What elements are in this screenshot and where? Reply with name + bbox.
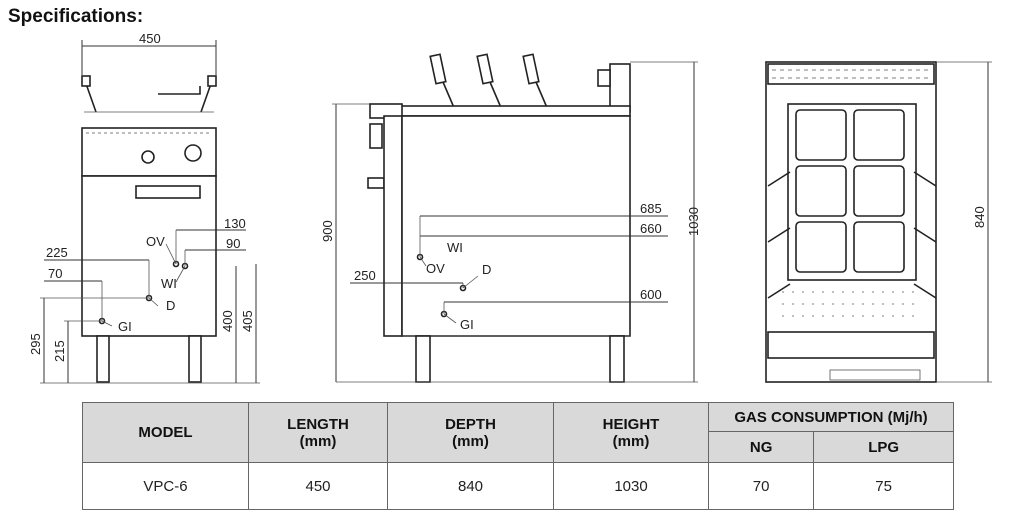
side-basket-handles [767, 171, 937, 299]
front-view: 450 OV WI D GI 130 [28, 31, 260, 384]
front-gi-label: GI [118, 319, 132, 334]
cell-length: 450 [248, 462, 388, 510]
door-handle [135, 185, 201, 199]
front-dim-295: 295 [28, 333, 43, 355]
front-wi-label: WI [161, 276, 177, 291]
cell-depth: 840 [387, 462, 554, 510]
header-length-unit: (mm) [299, 432, 337, 450]
header-length: LENGTH(mm) [248, 402, 388, 463]
drain-perforation [782, 291, 922, 317]
front-d-label: D [166, 298, 175, 313]
table-row: VPC-6 450 840 1030 70 75 [82, 462, 954, 510]
side-dim-660: 660 [640, 221, 662, 236]
header-depth-unit: (mm) [452, 432, 489, 450]
header-height: HEIGHT(mm) [553, 402, 709, 463]
top-vents [772, 69, 930, 79]
header-model-text: MODEL [138, 424, 193, 441]
header-depth: DEPTH(mm) [387, 402, 554, 463]
cell-lpg: 75 [813, 462, 954, 510]
header-lpg: LPG [813, 431, 954, 463]
side-dim-685: 685 [640, 201, 662, 216]
cell-ng: 70 [707, 462, 815, 510]
cell-height: 1030 [553, 462, 709, 510]
top-dim-840: 840 [972, 206, 987, 228]
cell-model: VPC-6 [82, 462, 249, 510]
front-width-dim: 450 [139, 31, 161, 46]
front-dim-225: 225 [46, 245, 68, 260]
header-height-text: HEIGHT [602, 415, 660, 433]
header-length-text: LENGTH [287, 415, 349, 433]
side-d-label: D [482, 262, 491, 277]
side-ov-label: OV [426, 261, 445, 276]
top-view: 840 [765, 61, 992, 383]
front-ov-label: OV [146, 234, 165, 249]
side-gi-label: GI [460, 317, 474, 332]
header-gas: GAS CONSUMPTION (Mj/h) [708, 402, 954, 432]
header-height-unit: (mm) [612, 432, 650, 450]
front-dim-400: 400 [220, 310, 235, 332]
control-knob-icon [141, 150, 155, 164]
side-dim-250: 250 [354, 268, 376, 283]
front-dim-405: 405 [240, 310, 255, 332]
side-view: 900 WI OV D [320, 53, 701, 383]
header-model: MODEL [82, 402, 249, 463]
front-dim-130: 130 [224, 216, 246, 231]
control-knob-icon [184, 144, 202, 162]
basket-handles [429, 53, 549, 111]
basket-grid [795, 109, 905, 273]
side-wi-label: WI [447, 240, 463, 255]
front-dim-70: 70 [48, 266, 62, 281]
side-dim-1030: 1030 [686, 207, 701, 236]
front-dim-90: 90 [226, 236, 240, 251]
spec-table: MODEL LENGTH(mm) DEPTH(mm) HEIGHT(mm) GA… [82, 402, 954, 510]
side-dim-900: 900 [320, 220, 335, 242]
front-dim-215: 215 [52, 340, 67, 362]
header-ng: NG [707, 431, 815, 463]
technical-drawing: 450 OV WI D GI 130 [28, 31, 992, 384]
side-dim-600: 600 [640, 287, 662, 302]
page-title: Specifications: [8, 6, 144, 27]
header-depth-text: DEPTH [445, 415, 496, 433]
